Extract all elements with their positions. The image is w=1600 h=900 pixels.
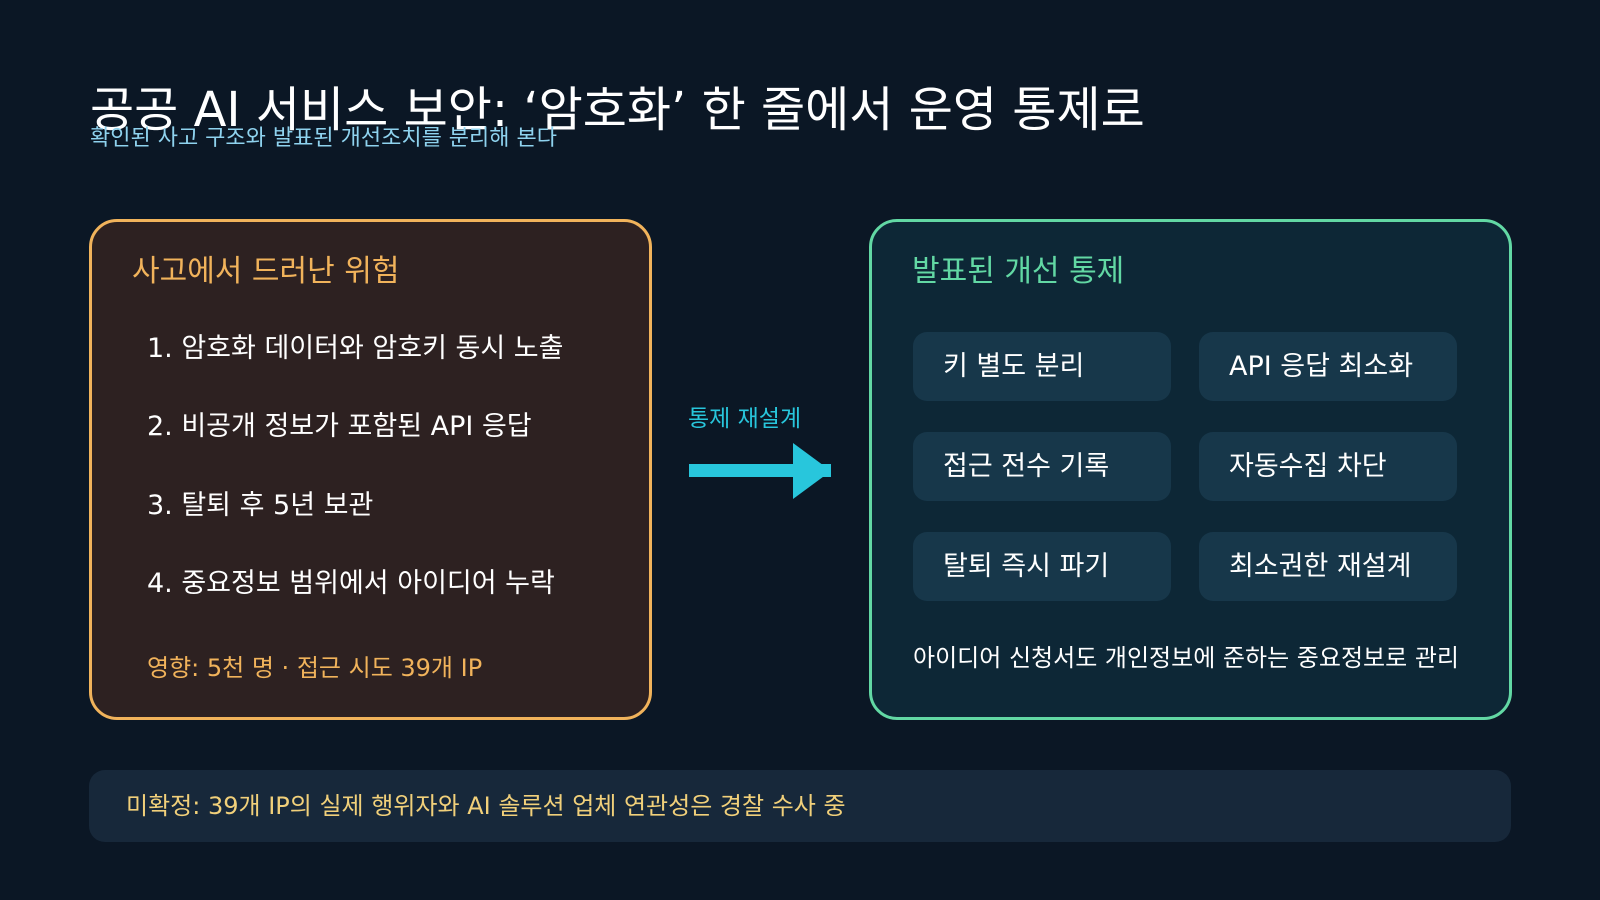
control-chip-api-minimization: API 응답 최소화 (1199, 332, 1457, 401)
risk-item: 3. 탈퇴 후 5년 보관 (147, 490, 374, 521)
risk-panel: 사고에서 드러난 위험 1. 암호화 데이터와 암호키 동시 노출 2. 비공개… (89, 219, 652, 720)
control-panel-title: 발표된 개선 통제 (912, 254, 1125, 289)
control-note: 아이디어 신청서도 개인정보에 준하는 중요정보로 관리 (913, 644, 1459, 672)
risk-item: 4. 중요정보 범위에서 아이디어 누락 (147, 568, 555, 599)
control-chip-auto-collection-block: 자동수집 차단 (1199, 432, 1457, 501)
control-chip-immediate-deletion: 탈퇴 즉시 파기 (913, 532, 1171, 601)
risk-item: 2. 비공개 정보가 포함된 API 응답 (147, 411, 532, 442)
page-subtitle: 확인된 사고 구조와 발표된 개선조치를 분리해 본다 (90, 126, 558, 151)
transition-label: 통제 재설계 (688, 406, 802, 432)
control-chip-access-logging: 접근 전수 기록 (913, 432, 1171, 501)
control-chip-key-separation: 키 별도 분리 (913, 332, 1171, 401)
risk-item: 1. 암호화 데이터와 암호키 동시 노출 (147, 333, 564, 364)
control-chip-least-privilege: 최소권한 재설계 (1199, 532, 1457, 601)
unconfirmed-note: 미확정: 39개 IP의 실제 행위자와 AI 솔루션 업체 연관성은 경찰 수… (89, 770, 1511, 842)
impact-summary: 영향: 5천 명 · 접근 시도 39개 IP (147, 654, 483, 682)
control-panel: 발표된 개선 통제 키 별도 분리 API 응답 최소화 접근 전수 기록 자동… (869, 219, 1512, 720)
page-title: 공공 AI 서비스 보안: ‘암호화’ 한 줄에서 운영 통제로 (90, 82, 1145, 139)
arrow-right-icon (689, 443, 831, 499)
risk-panel-title: 사고에서 드러난 위험 (132, 254, 400, 289)
